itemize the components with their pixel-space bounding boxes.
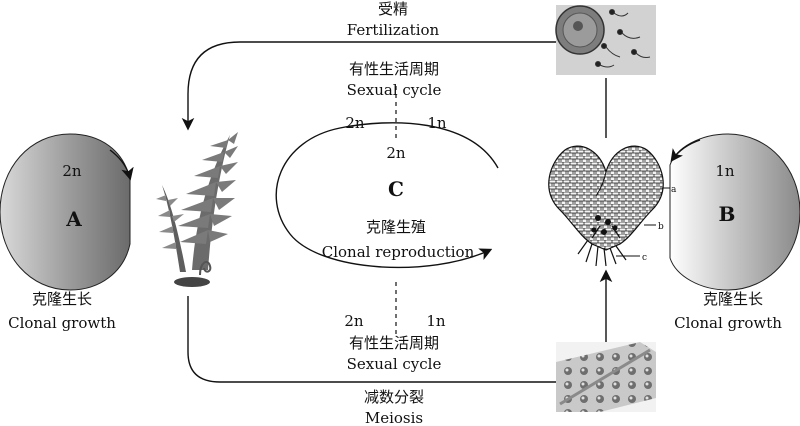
center-label-cn: 克隆生殖: [366, 218, 426, 236]
sperm-egg-image: [555, 5, 656, 75]
sphere-a-ploidy: 2n: [62, 162, 82, 180]
center-ploidy: 2n: [386, 144, 406, 162]
left-label-cn: 克隆生长: [32, 290, 92, 308]
fern-frond-left: [162, 185, 186, 272]
right-label-en: Clonal growth: [674, 314, 782, 332]
sexual-cycle-top-cn: 有性生活周期: [349, 60, 439, 78]
meiosis-label-en: Meiosis: [365, 409, 423, 426]
sphere-a-shape: [0, 133, 131, 291]
sphere-b-letter: B: [719, 202, 736, 226]
ploidy-bottom-left: 2n: [344, 312, 364, 330]
sexual-cycle-bottom-cn: 有性生活周期: [349, 334, 439, 352]
ploidy-top-left: 2n: [345, 114, 365, 132]
fern-sporophyte-image: [156, 132, 238, 287]
sexual-cycle-top-en: Sexual cycle: [347, 81, 442, 99]
right-label-cn: 克隆生长: [703, 290, 763, 308]
prothallus-notch: [595, 171, 607, 197]
sphere-a-letter: A: [65, 207, 82, 231]
center-label-en: Clonal reproduction: [322, 243, 475, 261]
sphere-b-arrow: [670, 139, 701, 163]
rhizoids: [577, 225, 627, 267]
gametophyte-label-c: c: [642, 253, 647, 263]
ploidy-bottom-right: 1n: [426, 312, 446, 330]
clonal-reproduction-ellipse: [275, 122, 499, 269]
fertilization-arrow: [181, 41, 558, 131]
sexual-cycle-bottom-en: Sexual cycle: [347, 355, 442, 373]
clonal-growth-sphere-a: 2n A: [0, 133, 134, 291]
fern-fiddlehead: [199, 260, 212, 276]
fertilization-label-cn: 受精: [378, 0, 408, 18]
fern-rhizome: [174, 277, 210, 287]
clonal-reproduction-loop: 2n C 克隆生殖 Clonal reproduction: [275, 122, 499, 269]
sphere-b-ploidy: 1n: [715, 162, 735, 180]
center-letter: C: [388, 177, 404, 201]
clonal-growth-sphere-b: 1n B: [669, 133, 800, 291]
sori-leaf-image: [556, 342, 656, 412]
gametophyte-label-b: b: [658, 222, 664, 232]
left-label-en: Clonal growth: [8, 314, 116, 332]
meiosis-line: [187, 296, 556, 383]
prothallus-shape: [548, 145, 664, 251]
gametophyte-label-a: a: [671, 185, 677, 195]
fertilization-label-en: Fertilization: [347, 21, 440, 39]
gametophyte-image: a b c: [548, 145, 677, 267]
sphere-a-arrow: [109, 149, 134, 181]
ploidy-top-right: 1n: [427, 114, 447, 132]
meiosis-label-cn: 减数分裂: [364, 388, 424, 406]
cycle-lines: [181, 41, 613, 383]
